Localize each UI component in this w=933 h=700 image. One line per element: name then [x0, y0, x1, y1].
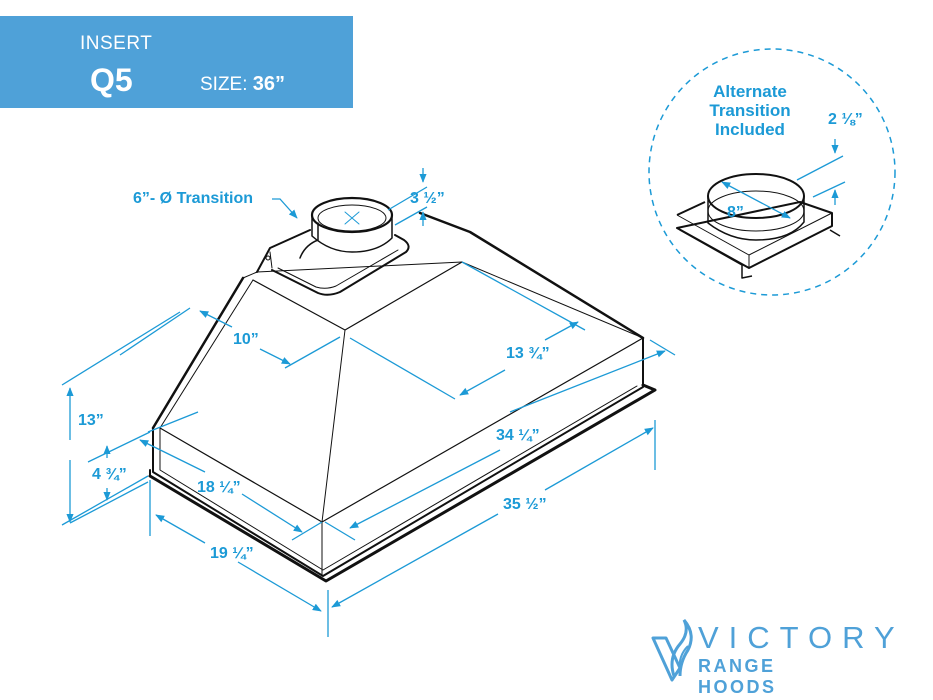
- alt-title-line3: Included: [715, 120, 785, 139]
- alternate-transition-detail: [648, 48, 896, 296]
- flange-width-label: 35 ½”: [503, 496, 547, 513]
- body-height-label: 4 ¾”: [92, 466, 127, 483]
- dimension-lines: [61, 168, 676, 637]
- size-label: SIZE:: [200, 74, 248, 95]
- flame-v-icon: [651, 619, 693, 682]
- brand-tagline: RANGE HOODS: [698, 656, 777, 697]
- transition-height-label: 3 ½”: [410, 190, 445, 207]
- model-header: INSERT Q5 SIZE: 36”: [0, 16, 353, 108]
- model-number: Q5: [90, 62, 133, 98]
- alt-title-line1: Alternate: [713, 82, 787, 101]
- body-width-label: 34 ¼”: [496, 427, 540, 444]
- size-info: SIZE: 36”: [200, 73, 285, 96]
- hood-body: [148, 196, 657, 583]
- body-depth-label: 18 ¼”: [197, 479, 241, 496]
- top-width-label: 13 ¾”: [506, 345, 550, 362]
- alternate-diameter-label: 8”: [727, 204, 744, 221]
- alt-title-line2: Transition: [709, 101, 791, 120]
- alternate-transition-title: Alternate Transition Included: [690, 82, 810, 139]
- top-depth-label: 10”: [233, 331, 259, 348]
- size-value: 36”: [252, 73, 286, 95]
- total-height-label: 13”: [78, 412, 104, 429]
- brand-name: VICTORY: [698, 620, 905, 655]
- product-category: INSERT: [80, 33, 153, 54]
- alternate-height-label: 2 ⅛”: [828, 111, 863, 128]
- transition-label: 6”- Ø Transition: [133, 190, 254, 207]
- flange-depth-label: 19 ¼”: [210, 545, 254, 562]
